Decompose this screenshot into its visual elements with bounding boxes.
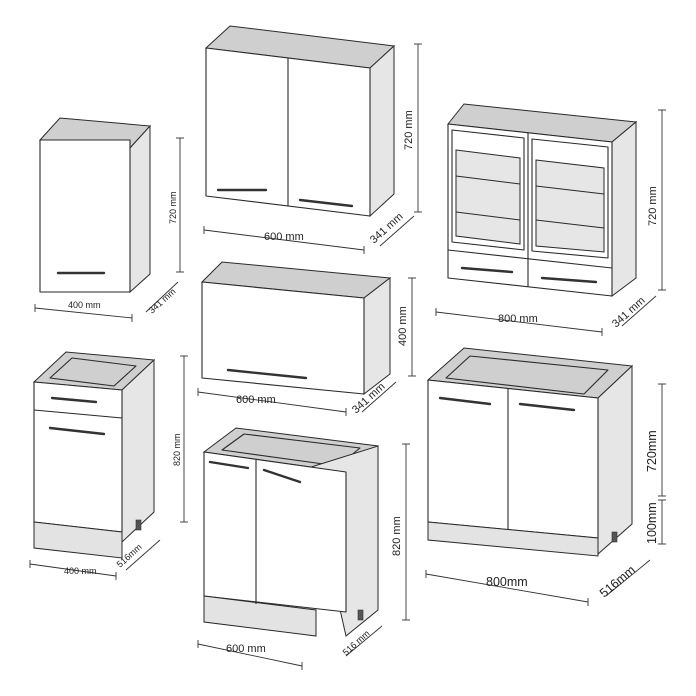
cabinet-wall-hood-600: 600 mm 400 mm 341 mm	[197, 261, 416, 416]
plinth-height-label: 100mm	[645, 502, 659, 544]
cabinet-base-drawer-400: 400 mm 820 mm 516mm	[29, 351, 188, 580]
width-label: 600 mm	[264, 231, 304, 243]
depth-label: 516mm	[597, 563, 638, 601]
width-label: 400 mm	[64, 566, 97, 576]
width-label: 600 mm	[236, 394, 276, 406]
height-label: 720mm	[645, 430, 659, 472]
cabinet-wall-400: 400 mm 720 mm 341 mm	[34, 117, 184, 322]
cabinet-base-600: 600 mm 820 mm 516 mm	[197, 427, 410, 670]
depth-label: 341 mm	[147, 286, 178, 315]
width-label: 400 mm	[68, 300, 101, 310]
height-label: 720 mm	[168, 191, 178, 224]
width-label: 800mm	[486, 575, 528, 589]
width-label: 800 mm	[498, 313, 538, 325]
width-label: 600 mm	[226, 643, 266, 655]
cabinet-wall-glass-800: 800 mm 720 mm 341 mm	[435, 103, 666, 336]
cabinet-sink-base-800: 800mm 720mm 100mm 516mm	[425, 347, 666, 606]
height-label: 400 mm	[397, 306, 409, 346]
height-label: 720 mm	[647, 186, 659, 226]
height-label: 820 mm	[172, 433, 182, 466]
height-label: 720 mm	[403, 110, 415, 150]
depth-label: 341 mm	[610, 295, 648, 331]
height-label: 820 mm	[391, 516, 403, 556]
cabinet-wall-600: 600 mm 720 mm 341 mm	[203, 25, 422, 254]
